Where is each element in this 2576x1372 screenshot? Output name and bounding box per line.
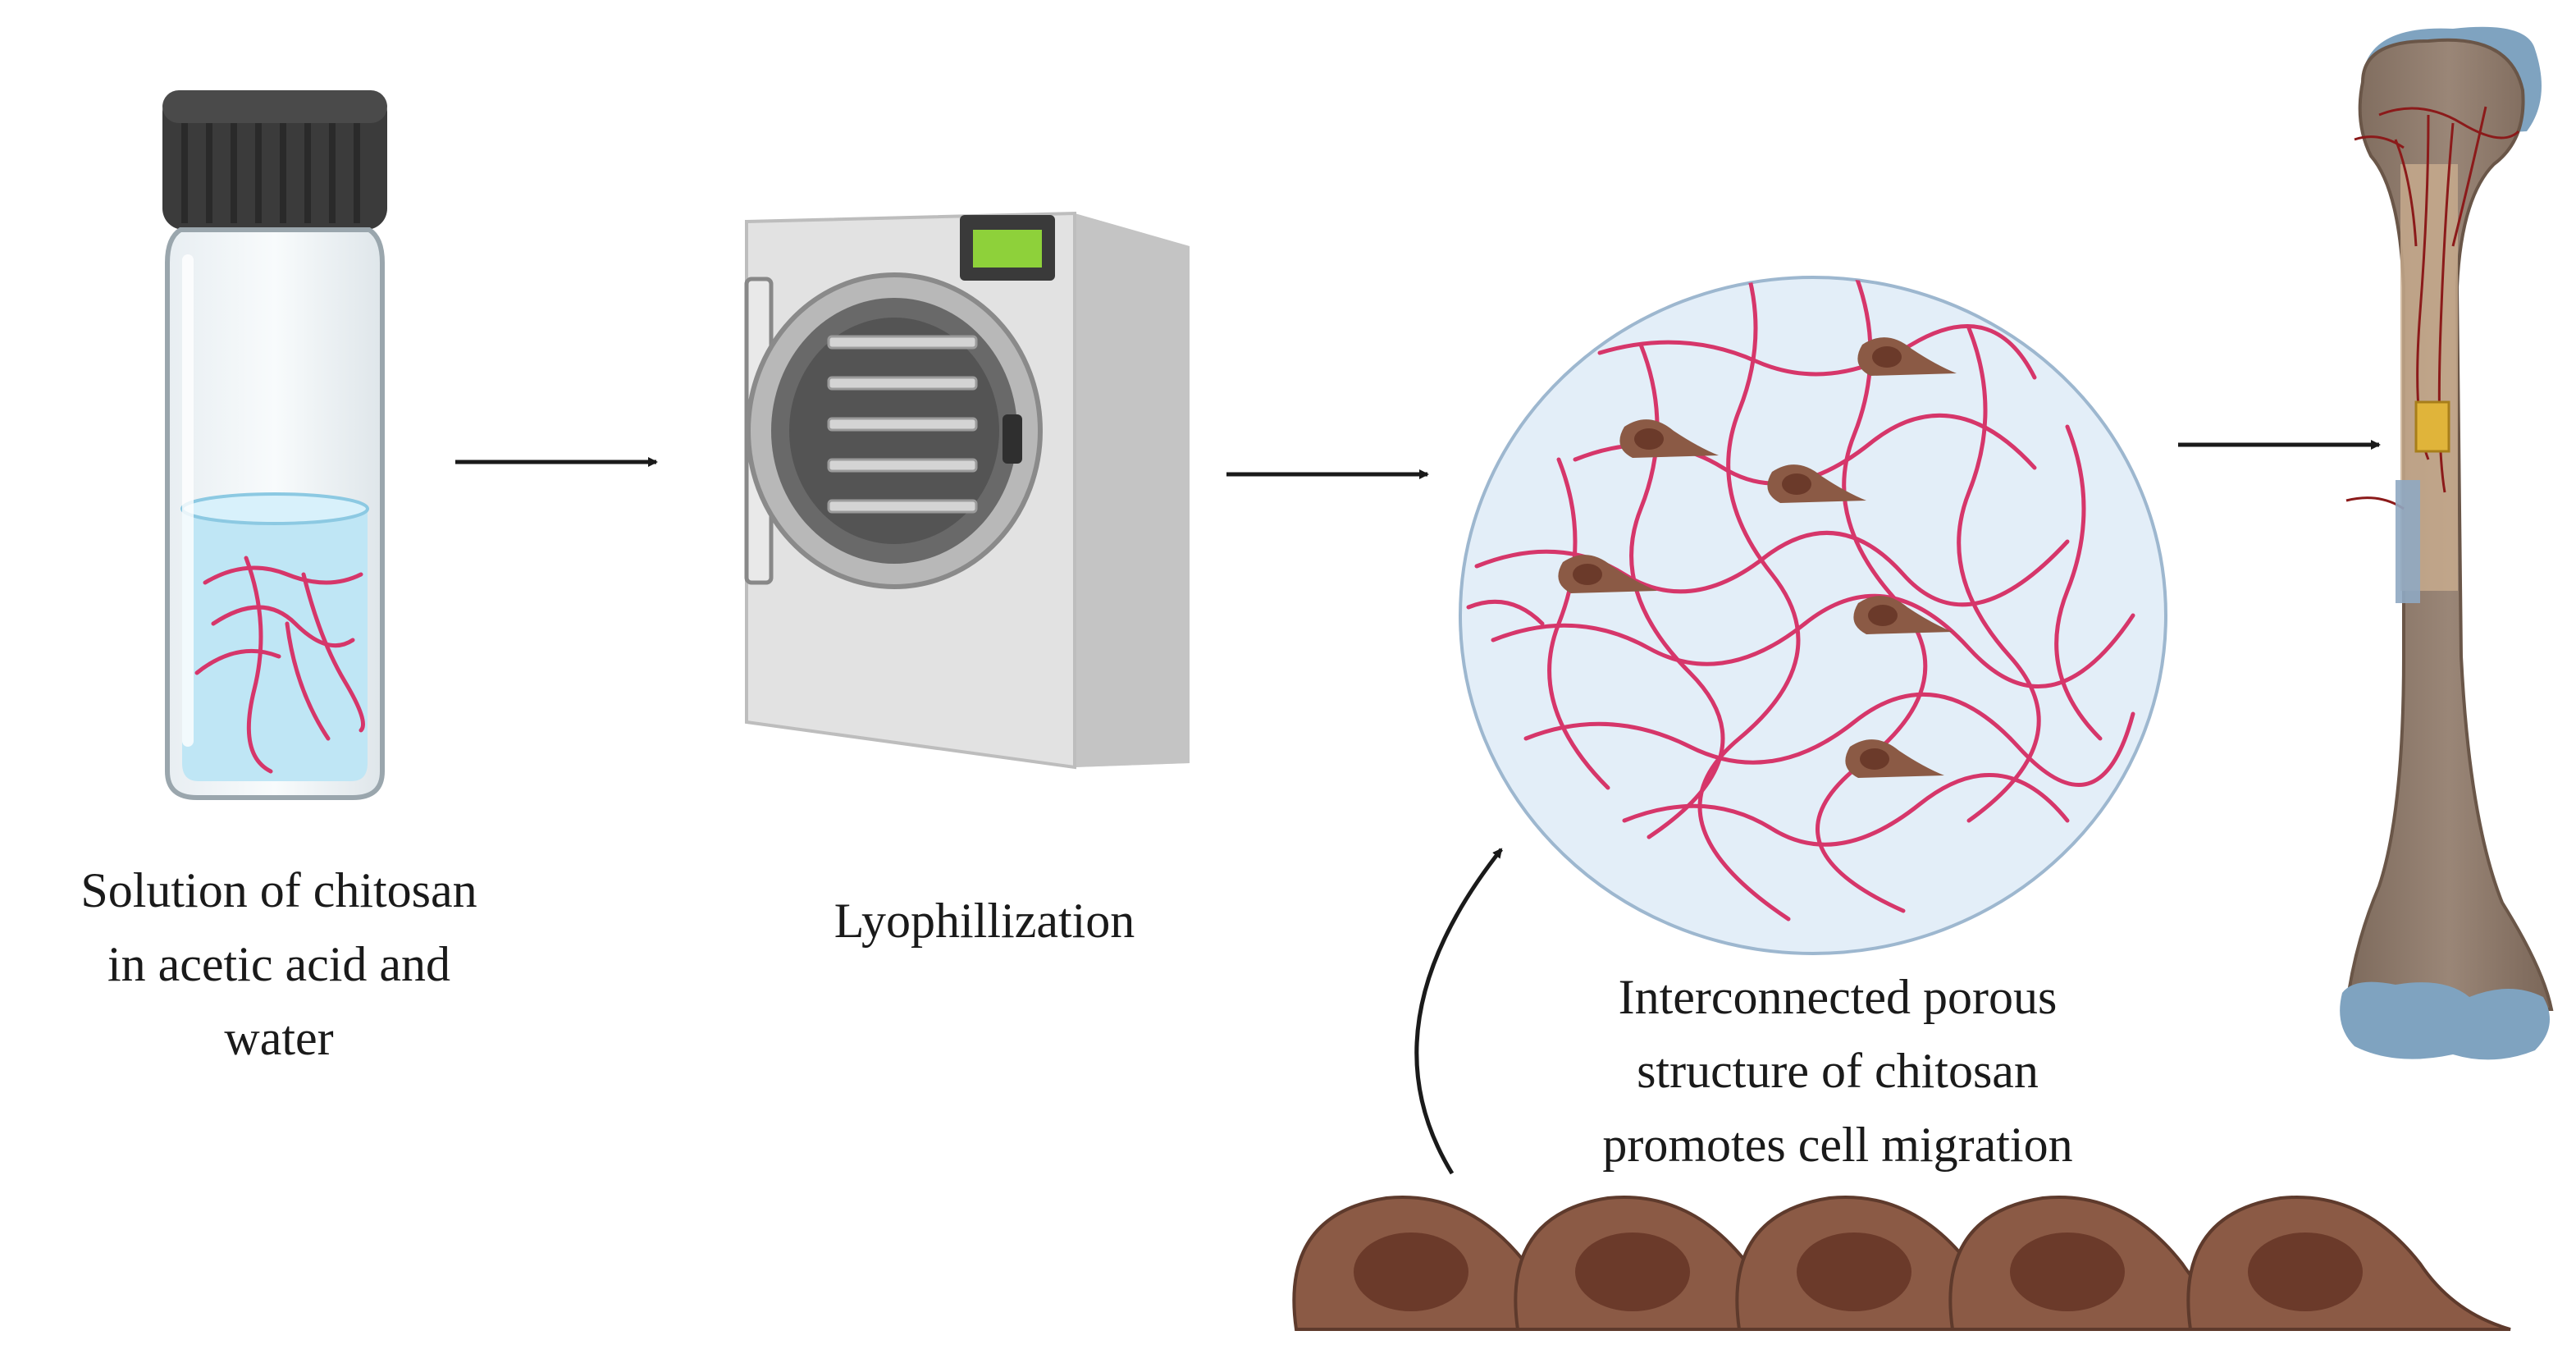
cell-icon bbox=[1857, 337, 1957, 376]
scaffold-caption-line: Interconnected porous bbox=[1618, 970, 2058, 1024]
bone-implant-icon bbox=[2340, 26, 2554, 1060]
vial-icon bbox=[162, 90, 387, 800]
scaffold-caption-line: promotes cell migration bbox=[1602, 1118, 2073, 1172]
cell-icon bbox=[1767, 464, 1866, 503]
vial-caption: Solution of chitosan in acetic acid and … bbox=[0, 853, 558, 1075]
cell-icon bbox=[1558, 555, 1657, 593]
vial-caption-line: Solution of chitosan bbox=[80, 863, 477, 917]
scaffold-caption: Interconnected porous structure of chito… bbox=[1460, 960, 2215, 1182]
scaffold-caption-line: structure of chitosan bbox=[1637, 1044, 2039, 1098]
vial-caption-line: water bbox=[224, 1011, 334, 1065]
vial-caption-line: in acetic acid and bbox=[107, 937, 451, 991]
cell-icon bbox=[1619, 419, 1719, 458]
freeze-dryer-caption: Lyophillization bbox=[834, 894, 1135, 948]
cell-icon bbox=[1845, 739, 1944, 778]
porous-scaffold-icon bbox=[1459, 276, 2167, 955]
cell-layer bbox=[1292, 1196, 2511, 1331]
curved-arrow bbox=[1414, 848, 1503, 1175]
cell-icon bbox=[1853, 596, 1953, 634]
freeze-dryer-icon bbox=[744, 211, 1190, 770]
